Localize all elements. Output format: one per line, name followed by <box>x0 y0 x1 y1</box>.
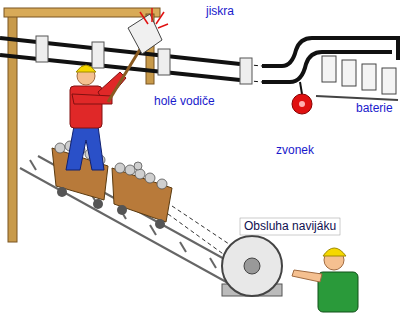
callout-label: Obsluha navijáku <box>244 219 336 233</box>
insulator <box>92 42 104 68</box>
miner-figure <box>76 65 96 72</box>
spark-symbol <box>140 12 148 24</box>
timber-frame <box>8 12 17 242</box>
miner-figure <box>108 46 142 102</box>
rail-track <box>210 258 216 268</box>
label-backing <box>240 218 340 235</box>
callout-label: holé vodiče <box>154 94 215 108</box>
ore-rocks <box>135 169 145 179</box>
winch-operator <box>323 248 346 256</box>
callout-label: baterie <box>356 101 393 115</box>
mine-car <box>57 187 67 197</box>
battery-symbol <box>342 60 356 86</box>
winch-operator <box>292 270 322 282</box>
mine-car <box>112 168 172 222</box>
winch-drum <box>244 258 260 274</box>
callout-label: jiskra <box>206 4 234 18</box>
bare-wire <box>300 82 302 94</box>
insulator <box>158 49 170 75</box>
ore-rocks <box>125 165 135 175</box>
ore-rocks <box>145 173 155 183</box>
spark-symbol <box>156 12 164 24</box>
winch-drum <box>222 236 282 296</box>
label-backing <box>240 218 340 235</box>
battery-symbol <box>316 96 398 100</box>
spark-symbol <box>140 8 168 28</box>
ore-rocks <box>134 162 142 170</box>
battery-symbol <box>382 68 396 94</box>
winch-operator <box>292 248 358 312</box>
haul-rope <box>172 206 232 246</box>
miner-figure <box>70 86 102 128</box>
bell-symbol <box>299 101 305 107</box>
ore-rocks <box>115 163 125 173</box>
rail-track <box>150 225 156 235</box>
haul-rope <box>168 214 226 256</box>
rail-track <box>20 168 248 294</box>
insulator <box>240 58 252 84</box>
rail-track <box>180 242 186 252</box>
callout-label: zvonek <box>276 143 314 157</box>
bare-wire <box>0 38 398 94</box>
rail-track <box>30 160 36 170</box>
mine-car <box>117 205 127 215</box>
mine-car <box>93 199 103 209</box>
battery-symbol <box>316 56 398 100</box>
miner-figure <box>66 126 104 170</box>
winch-operator <box>318 272 358 312</box>
bell-symbol <box>292 94 312 114</box>
mine-car <box>155 219 165 229</box>
battery-symbol <box>362 64 376 90</box>
winch-drum <box>222 236 282 296</box>
spark-symbol <box>158 24 168 28</box>
insulator <box>36 36 48 62</box>
battery-symbol <box>322 56 336 82</box>
miner-figure <box>66 46 142 170</box>
miner-figure <box>72 94 112 104</box>
ore-rocks <box>55 143 65 153</box>
haul-rope <box>168 206 232 256</box>
timber-frame <box>4 8 160 17</box>
bell-symbol <box>292 94 312 114</box>
ore-rocks <box>157 179 167 189</box>
spark-symbol <box>151 8 153 22</box>
